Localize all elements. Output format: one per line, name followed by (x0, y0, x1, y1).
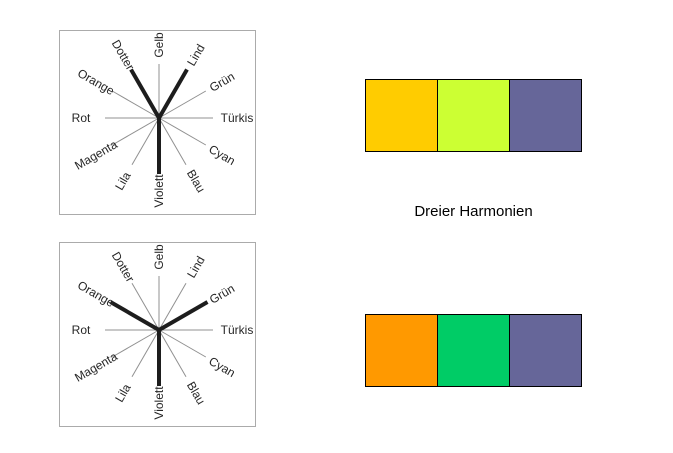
harmony-swatches-1 (365, 79, 582, 152)
spoke-lind (158, 282, 187, 331)
wheel-label-gelb: Gelb (152, 32, 166, 58)
wheel-1-spokes (105, 64, 213, 174)
swatch-violett (509, 80, 581, 151)
thick-spoke-lind (157, 68, 189, 119)
wheel-label-tuerkis: Türkis (220, 323, 254, 337)
spoke-lila (131, 329, 160, 378)
wheel-label-rot: Rot (71, 111, 91, 125)
spoke-blau (158, 329, 187, 378)
swatch-gruen (437, 315, 509, 386)
wheel-2-spokes (105, 276, 213, 386)
spoke-cyan (158, 117, 207, 146)
page-title: Dreier Harmonien (414, 203, 533, 220)
spoke-cyan (158, 329, 207, 358)
wheel-label-tuerkis: Türkis (220, 111, 254, 125)
swatch-orange (366, 315, 437, 386)
spoke-magenta (111, 329, 160, 358)
wheel-label-violett: Violett (152, 174, 166, 208)
spoke-lila (131, 117, 160, 166)
wheel-label-gelb: Gelb (152, 244, 166, 270)
thick-spoke-dotter (129, 68, 161, 119)
spoke-blau (158, 117, 187, 166)
spoke-magenta (111, 117, 160, 146)
wheel-label-rot: Rot (71, 323, 91, 337)
thick-spoke-gruen (158, 300, 209, 332)
spoke-orange (111, 90, 160, 119)
spoke-gruen (158, 90, 207, 119)
swatch-lind (437, 80, 509, 151)
harmony-swatches-2 (365, 314, 582, 387)
thick-spoke-orange (109, 300, 160, 332)
spoke-dotter (131, 282, 160, 331)
wheel-label-violett: Violett (152, 386, 166, 420)
swatch-violett (509, 315, 581, 386)
swatch-dotter (366, 80, 437, 151)
